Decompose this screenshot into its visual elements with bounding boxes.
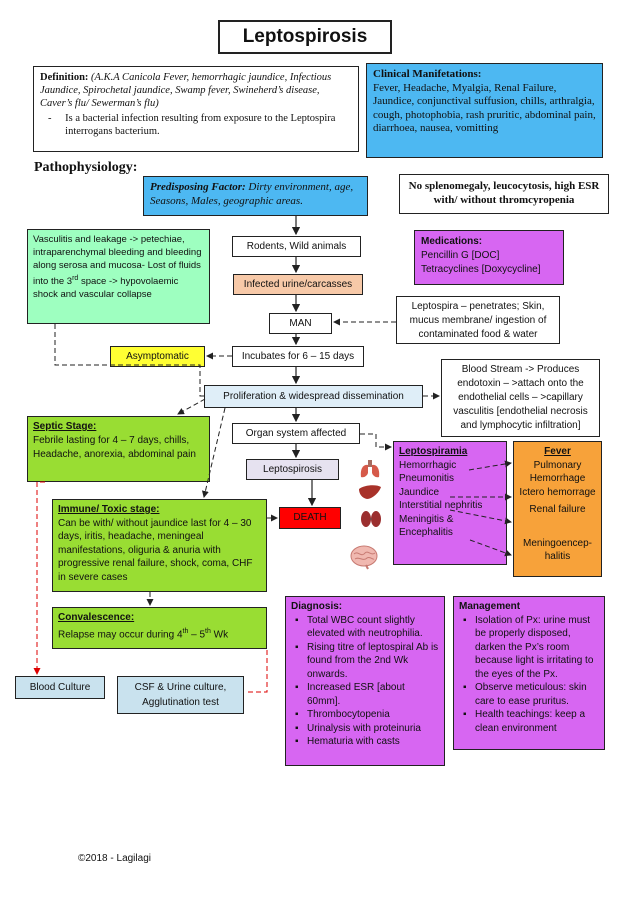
predisposing-box: Predisposing Factor: Dirty environment, …: [143, 176, 368, 216]
management-label: Management: [459, 601, 521, 612]
rodents-box: Rodents, Wild animals: [232, 236, 361, 257]
fever-label: Fever: [544, 446, 571, 457]
clinical-text: Fever, Headache, Myalgia, Renal Failure,…: [373, 81, 596, 135]
proliferation-box: Proliferation & widespread dissemination: [204, 385, 423, 408]
definition-bullet: Is a bacterial infection resulting from …: [65, 113, 336, 137]
title-text: Leptospirosis: [242, 26, 368, 47]
immune-label: Immune/ Toxic stage:: [58, 504, 160, 515]
asymptomatic-text: Asymptomatic: [126, 351, 189, 362]
fever-item: Meningoencep-halitis: [523, 537, 592, 563]
management-item: Isolation of Px: urine must be properly …: [463, 614, 599, 682]
brain-icon: [350, 545, 378, 570]
man-text: MAN: [289, 318, 312, 329]
patho-label: Pathophysiology:: [34, 160, 138, 175]
diagnosis-label: Diagnosis:: [291, 601, 343, 612]
immune-box: Immune/ Toxic stage: Can be with/ withou…: [52, 499, 267, 592]
diagnosis-item: Rising titre of leptospiral Ab is found …: [295, 641, 439, 682]
septic-box: Septic Stage: Febrile lasting for 4 – 7 …: [27, 416, 210, 482]
no-splenomegaly-text: No splenomegaly, leucocytosis, high ESR …: [408, 180, 600, 206]
predisposing-label: Predisposing Factor:: [150, 181, 246, 193]
immune-text: Can be with/ without jaundice last for 4…: [58, 517, 253, 583]
clinical-box: Clinical Manifetations: Fever, Headache,…: [366, 63, 603, 158]
incubates-box: Incubates for 6 – 15 days: [232, 346, 364, 367]
management-list: Isolation of Px: urine must be properly …: [459, 614, 599, 736]
convalescence-part: – 5: [188, 629, 206, 641]
definition-bullet-marker: -: [48, 113, 52, 124]
diagnosis-box: Diagnosis: Total WBC count slightly elev…: [285, 596, 445, 766]
proliferation-text: Proliferation & widespread dissemination: [223, 391, 404, 402]
lungs-icon: [360, 460, 380, 478]
fever-item: Renal failure: [529, 504, 586, 515]
convalescence-label: Convalescence:: [58, 612, 135, 623]
bloodstream-box: Blood Stream -> Produces endotoxin – >at…: [441, 359, 600, 437]
convalescence-box: Convalescence: Relapse may occur during …: [52, 607, 267, 649]
diagnosis-item: Hematuria with casts: [295, 735, 439, 749]
bloodstream-text: Blood Stream -> Produces endotoxin – >at…: [453, 364, 588, 431]
diagnosis-item: Urinalysis with proteinuria: [295, 722, 439, 736]
septic-text: Febrile lasting for 4 – 7 days, chills, …: [33, 435, 196, 460]
convalescence-part: Wk: [210, 629, 229, 641]
liver-icon: [359, 485, 381, 499]
management-box: Management Isolation of Px: urine must b…: [453, 596, 605, 750]
csf-text: CSF & Urine culture, Agglutination test: [134, 682, 227, 708]
leptospirosis-text: Leptospirosis: [263, 464, 322, 475]
vasculitis-box: Vasculitis and leakage -> petechiae, int…: [27, 229, 210, 324]
definition-aka: (A.K.A Canicola Fever, hemorrhagic jaund…: [40, 72, 332, 109]
organ-system-box: Organ system affected: [232, 423, 360, 444]
vasculitis-line2: space -> hypovolaemic shock and vascular…: [33, 276, 179, 301]
asymptomatic-box: Asymptomatic: [110, 346, 205, 367]
penetrates-text: Leptospira – penetrates; Skin, mucus mem…: [409, 301, 547, 340]
fever-item: Ictero hemorrage: [519, 486, 596, 498]
leptospirosis-box: Leptospirosis: [246, 459, 339, 480]
leptospiramia-item: Hemorrhagic Pneumonitis: [399, 459, 457, 485]
diagnosis-item: Total WBC count slightly elevated with n…: [295, 614, 439, 641]
infected-box: Infected urine/carcasses: [233, 274, 363, 295]
convalescence-sup: th: [205, 628, 211, 635]
man-box: MAN: [269, 313, 332, 334]
leptospiramia-item: Jaundice: [399, 486, 440, 498]
leptospiramia-item: Interstitial nephritis: [399, 500, 483, 511]
management-item: Observe meticulous: skin care to ease pr…: [463, 681, 599, 708]
vasculitis-line1: Vasculitis and leakage -> petechiae, int…: [33, 234, 202, 288]
diagnosis-item: Increased ESR [about 60mm].: [295, 681, 439, 708]
medications-box: Medications: Pencillin G [DOC] Tetracycl…: [414, 230, 564, 285]
medications-label: Medications:: [421, 236, 483, 247]
medications-item: Tetracyclines [Doxycycline]: [421, 264, 541, 275]
incubates-text: Incubates for 6 – 15 days: [241, 351, 355, 362]
convalescence-text: Relapse may occur during 4th – 5th Wk: [58, 625, 261, 642]
page-title: Leptospirosis: [218, 20, 392, 54]
convalescence-sup: th: [182, 628, 189, 635]
definition-box: Definition: (A.K.A Canicola Fever, hemor…: [33, 66, 359, 152]
death-text: DEATH: [293, 512, 327, 523]
management-item: Health teachings: keep a clean environme…: [463, 708, 599, 735]
penetrates-box: Leptospira – penetrates; Skin, mucus mem…: [396, 296, 560, 344]
predisposing-text: Dirty environment, age, Seasons, Males, …: [150, 181, 354, 207]
organ-system-text: Organ system affected: [245, 428, 347, 439]
death-box: DEATH: [279, 507, 341, 529]
fever-item: Pulmonary Hemorrhage: [529, 459, 586, 485]
blood-culture-text: Blood Culture: [29, 682, 91, 693]
septic-label: Septic Stage:: [33, 421, 97, 432]
clinical-label: Clinical Manifetations:: [373, 68, 482, 80]
medications-item: Pencillin G [DOC]: [421, 250, 500, 261]
no-splenomegaly-box: No splenomegaly, leucocytosis, high ESR …: [399, 174, 609, 214]
vasculitis-sup: rd: [72, 275, 79, 282]
definition-label: Definition:: [40, 72, 89, 83]
rodents-text: Rodents, Wild animals: [246, 241, 347, 252]
blood-culture-box: Blood Culture: [15, 676, 105, 699]
leptospiramia-box: Leptospiramia Hemorrhagic Pneumonitis Ja…: [393, 441, 507, 565]
copyright: ©2018 - Lagilagi: [78, 853, 151, 864]
convalescence-part: Relapse may occur during 4: [58, 629, 183, 641]
csf-box: CSF & Urine culture, Agglutination test: [117, 676, 244, 714]
diagnosis-list: Total WBC count slightly elevated with n…: [291, 614, 439, 749]
infected-text: Infected urine/carcasses: [243, 279, 353, 290]
leptospiramia-item: Meningitis & Encephalitis: [399, 513, 454, 539]
diagnosis-item: Thrombocytopenia: [295, 708, 439, 722]
fever-box: Fever Pulmonary Hemorrhage Ictero hemorr…: [513, 441, 602, 577]
kidney-icon: [361, 511, 381, 527]
leptospiramia-label: Leptospiramia: [399, 446, 468, 457]
